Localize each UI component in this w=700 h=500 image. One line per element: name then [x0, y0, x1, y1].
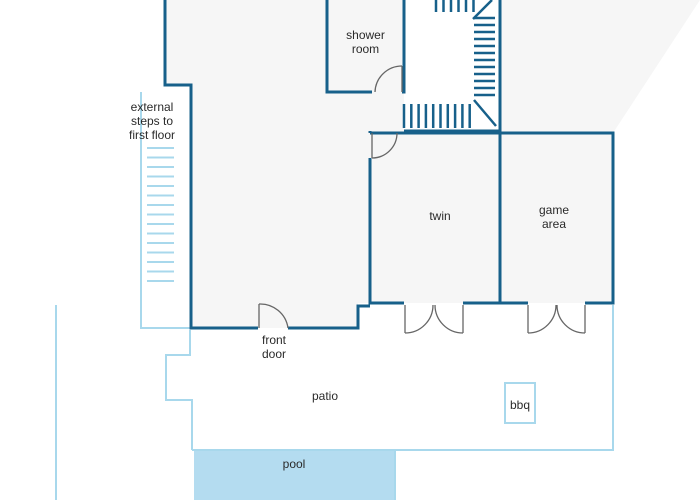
patio-outline — [55, 92, 614, 500]
pool-label: pool — [282, 457, 306, 471]
twin-room-label: twin — [429, 209, 451, 223]
shower-room-label: shower room — [346, 28, 385, 56]
external-steps — [147, 147, 174, 282]
game-area-floor — [500, 133, 613, 303]
pool-water — [194, 450, 395, 500]
shower-room-floor — [327, 0, 404, 92]
internal-stairs — [402, 0, 497, 128]
patio-label: patio — [311, 389, 339, 403]
stair-landing-diagonal — [473, 99, 497, 127]
twin-room-floor — [370, 133, 500, 303]
walls — [163, 0, 615, 330]
external-steps-label: external steps to first floor — [128, 100, 175, 142]
game-area-label: game area — [538, 203, 570, 231]
bbq-label: bbq — [509, 398, 531, 412]
doors — [258, 65, 586, 334]
stair-landing-diagonal — [472, 0, 493, 20]
front-door-label: front door — [261, 333, 287, 361]
